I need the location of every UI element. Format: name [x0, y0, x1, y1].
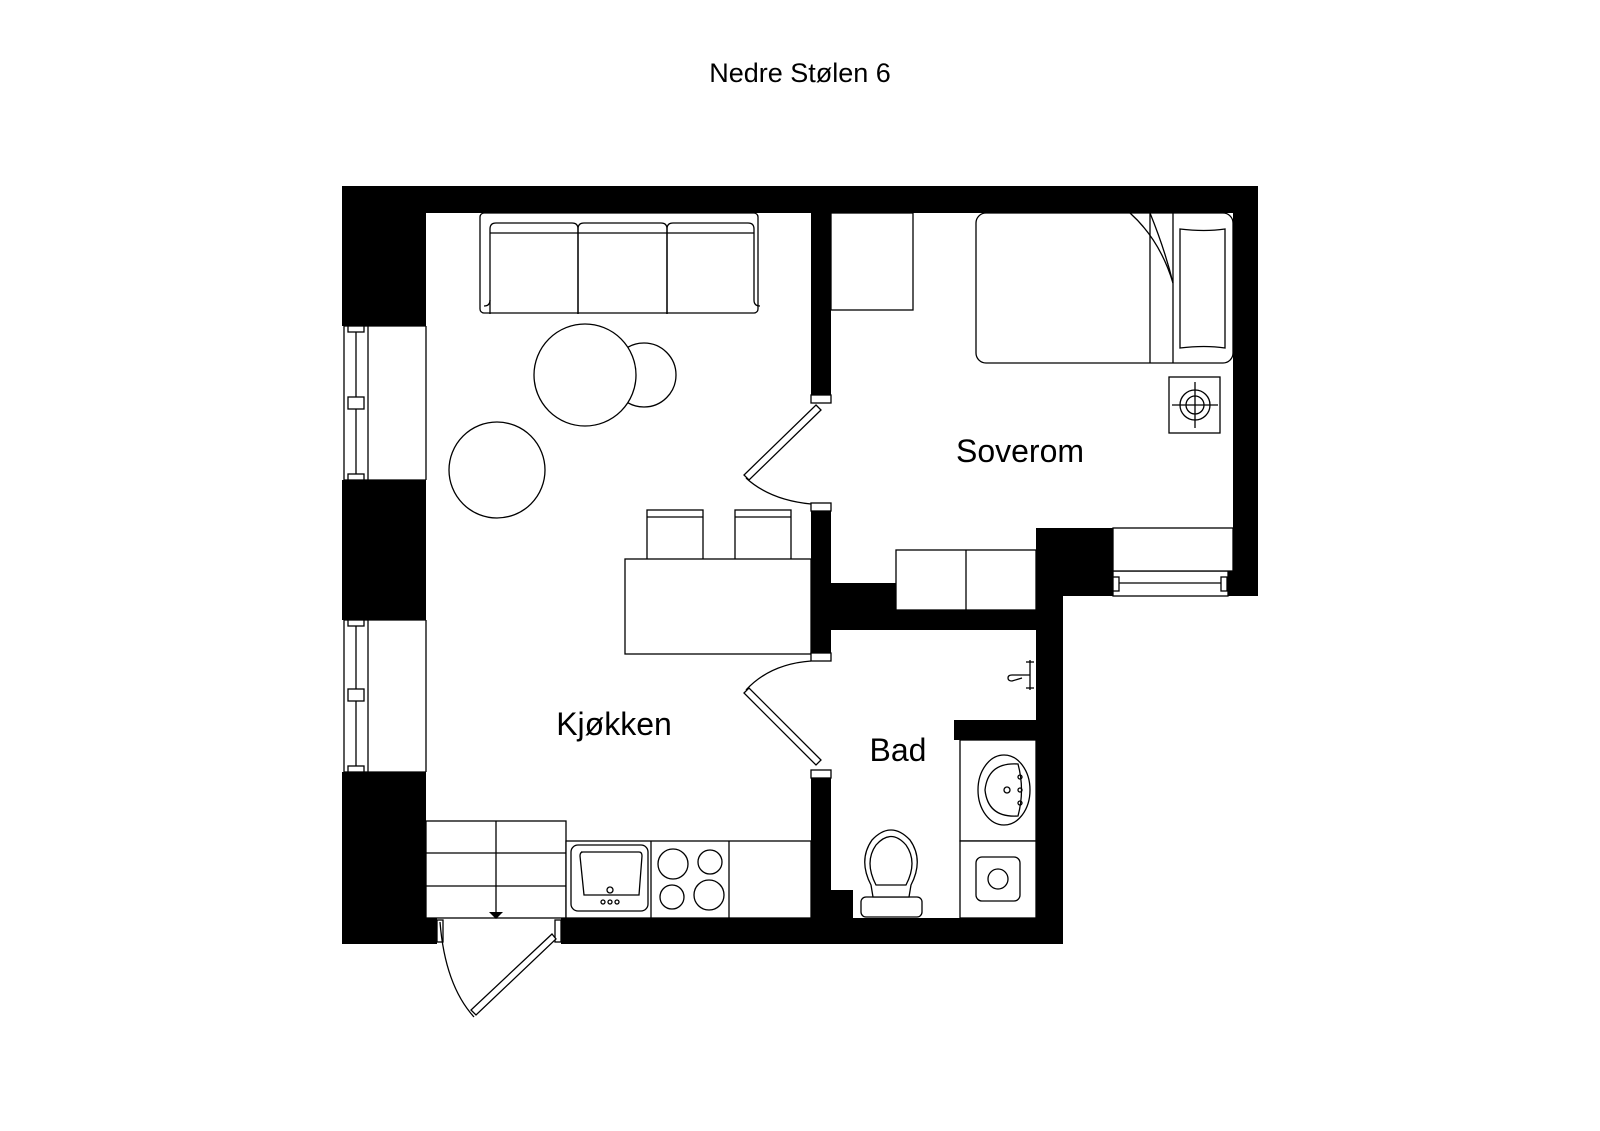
shower-faucet	[1007, 660, 1034, 690]
sofa	[479, 212, 761, 314]
sink	[570, 844, 649, 912]
window-bedroom	[1112, 570, 1229, 597]
toilet	[860, 829, 923, 918]
shower-drain	[959, 840, 1037, 919]
walls	[342, 186, 1258, 944]
wardrobe	[830, 212, 914, 311]
kitchen-island	[624, 558, 812, 655]
room-label-bad: Bad	[870, 732, 927, 768]
bedroom-door[interactable]	[743, 394, 832, 512]
stairs	[425, 820, 567, 919]
nightstand	[1168, 376, 1221, 434]
bathroom-door[interactable]	[743, 652, 832, 779]
dresser	[895, 527, 1234, 611]
floorplan-title: Nedre Stølen 6	[709, 58, 891, 88]
room-label-kjokken: Kjøkken	[556, 706, 672, 742]
bar-stool	[646, 509, 704, 561]
round-table	[448, 421, 546, 519]
window-left-bottom	[343, 619, 427, 773]
entrance-door[interactable]	[436, 919, 562, 1018]
window-left-top	[343, 325, 427, 481]
coffee-table-large	[533, 323, 637, 427]
washbasin	[959, 739, 1037, 842]
cooktop	[657, 848, 725, 911]
bed	[975, 212, 1234, 364]
room-label-soverom: Soverom	[956, 433, 1084, 469]
bar-stool	[734, 509, 792, 561]
pillow	[1179, 228, 1226, 349]
